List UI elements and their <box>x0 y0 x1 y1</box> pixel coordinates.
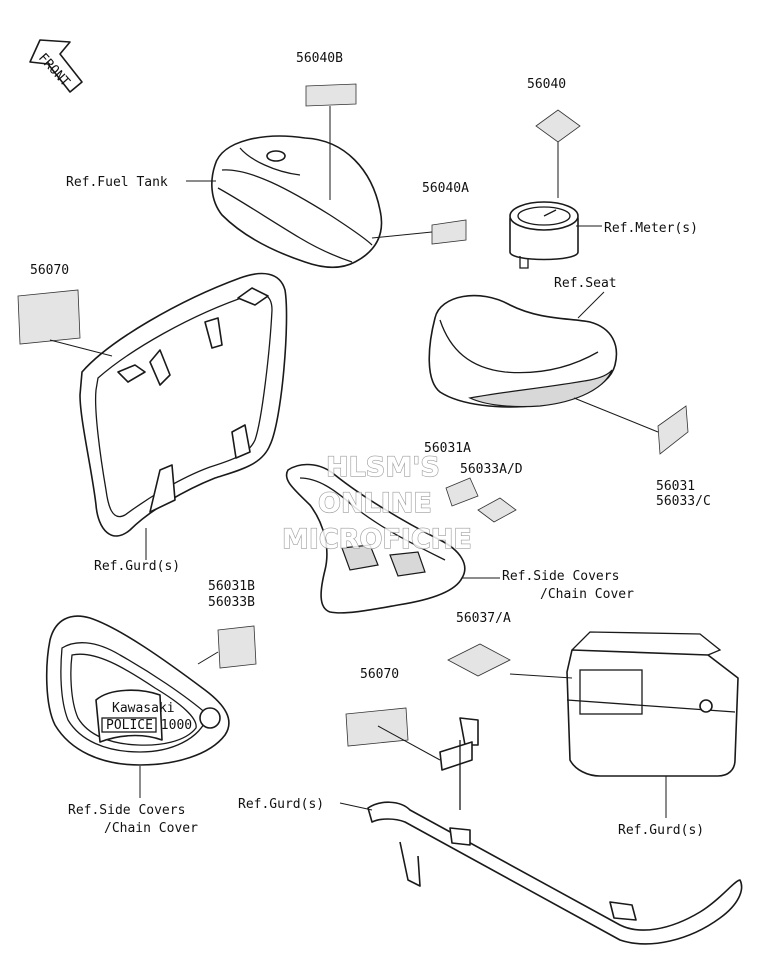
leader-line <box>509 673 573 679</box>
label-ref-side-covers-left-2: /Chain Cover <box>104 821 198 836</box>
label-ref-gurds-left: Ref.Gurd(s) <box>94 559 180 574</box>
leader-line <box>371 231 433 239</box>
label-56031b: 56031B <box>208 579 255 594</box>
fuel-tank <box>211 135 383 269</box>
side-cover-center <box>285 463 466 614</box>
luggage-box <box>566 631 739 777</box>
emblem-brand: Kawasaki <box>112 701 175 716</box>
label-56033b: 56033B <box>208 595 255 610</box>
label-ref-fuel-tank: Ref.Fuel Tank <box>66 175 168 190</box>
watermark-line-2: ONLINE <box>318 488 432 519</box>
leader-line <box>377 725 441 761</box>
leader-line <box>573 397 659 433</box>
label-ref-side-covers-center-1: Ref.Side Covers <box>502 569 619 584</box>
label-56037a: 56037/A <box>456 611 511 626</box>
label-ref-meters: Ref.Meter(s) <box>604 221 698 236</box>
sticker-56031 <box>657 405 689 455</box>
emblem-model: POLICE 1000 <box>106 718 192 733</box>
front-arrow-icon: FRONT <box>29 39 83 93</box>
watermark-line-1: HLSM'S <box>326 452 440 483</box>
label-56040b: 56040B <box>296 51 343 66</box>
emblem-badge: Kawasaki POLICE 1000 <box>95 689 192 743</box>
label-ref-side-covers-center-2: /Chain Cover <box>540 587 634 602</box>
sticker-56033ad <box>477 497 517 523</box>
guard-frame-left <box>79 272 288 537</box>
label-ref-seat: Ref.Seat <box>554 276 617 291</box>
sticker-56040b <box>305 83 357 107</box>
label-56040: 56040 <box>527 77 566 92</box>
watermark: HLSM'S ONLINE MICROFICHE <box>281 451 472 555</box>
label-56040a: 56040A <box>422 181 469 196</box>
sticker-56031a <box>445 477 479 507</box>
label-56033ad: 56033A/D <box>460 462 523 477</box>
leader-line <box>339 802 373 811</box>
label-56070-bottom: 56070 <box>360 667 399 682</box>
sticker-56070-bottom <box>345 707 409 747</box>
side-cover-left: Kawasaki POLICE 1000 <box>45 615 230 766</box>
sticker-56040 <box>535 109 581 143</box>
sticker-56070-top <box>17 289 81 345</box>
guard-bottom <box>367 717 743 945</box>
label-56033c: 56033/C <box>656 494 711 509</box>
label-56070-top: 56070 <box>30 263 69 278</box>
label-56031: 56031 <box>656 479 695 494</box>
leader-line <box>577 291 605 319</box>
sticker-56040a <box>431 219 467 245</box>
seat <box>428 294 618 408</box>
label-ref-gurds-bottom: Ref.Gurd(s) <box>238 797 324 812</box>
meter <box>509 201 579 269</box>
sticker-56031b <box>217 625 257 669</box>
watermark-line-3: MICROFICHE <box>282 524 472 555</box>
leader-line <box>197 651 219 665</box>
sticker-56037a <box>447 643 511 677</box>
label-56031a: 56031A <box>424 441 471 456</box>
label-ref-gurds-right: Ref.Gurd(s) <box>618 823 704 838</box>
leader-line <box>49 339 113 357</box>
label-ref-side-covers-left-1: Ref.Side Covers <box>68 803 185 818</box>
